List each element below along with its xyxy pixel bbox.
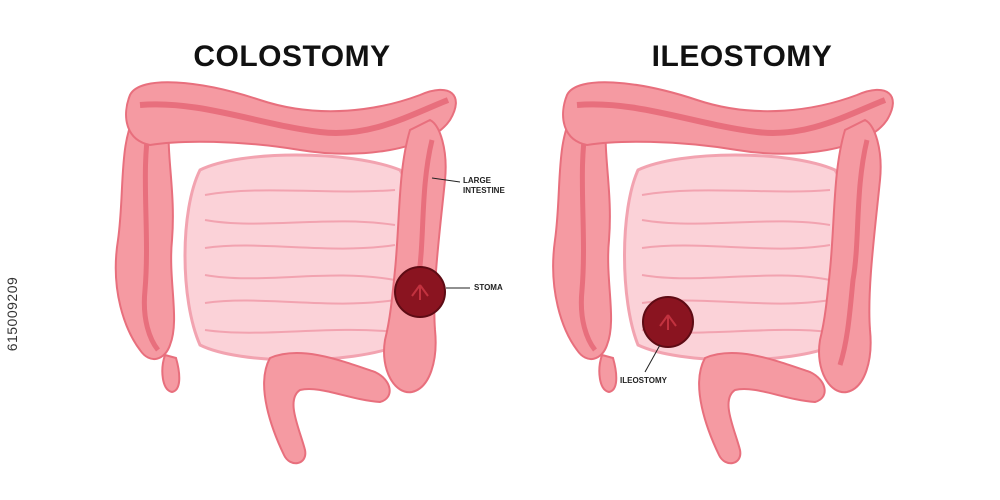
rectum-right xyxy=(698,351,826,465)
transverse-colon-left xyxy=(125,81,457,155)
ileostomy-leader xyxy=(644,344,661,373)
large-intestine-leader xyxy=(431,177,461,183)
small-intestine-left xyxy=(183,153,417,362)
appendix-left xyxy=(161,353,181,394)
colostomy-diagram xyxy=(114,81,470,465)
large-intestine-label: LARGE INTESTINE xyxy=(463,176,505,196)
large-intestine-label-line1: LARGE xyxy=(463,176,491,185)
colostomy-title: COLOSTOMY xyxy=(193,40,391,73)
ileostomy-label: ILEOSTOMY xyxy=(620,376,667,385)
transverse-colon-right xyxy=(562,81,894,155)
appendix-right xyxy=(598,353,618,394)
rectum-left xyxy=(263,351,391,465)
small-intestine-folds-left xyxy=(204,189,396,334)
ileostomy-diagram xyxy=(552,81,894,465)
stoma-label: STOMA xyxy=(474,283,503,292)
side-id-text: 615009209 xyxy=(4,276,20,352)
ileostomy-title: ILEOSTOMY xyxy=(651,40,833,73)
descending-colon-right xyxy=(818,118,882,394)
large-intestine-label-line2: INTESTINE xyxy=(463,186,505,195)
